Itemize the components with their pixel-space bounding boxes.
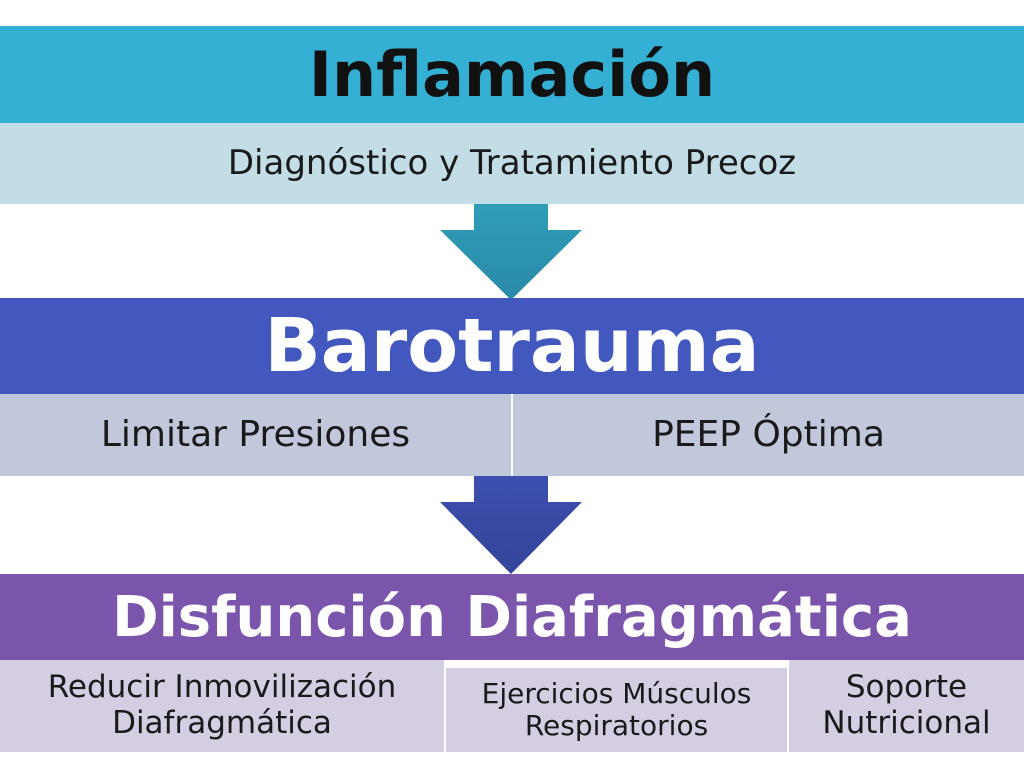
step-3-item-1-line2: Respiratorios	[524, 709, 709, 742]
down-arrow-icon	[440, 204, 582, 300]
step-1-title-band: Inflamación	[0, 26, 1024, 123]
step-2-item-1: PEEP Óptima	[513, 394, 1024, 476]
step-2-title: Barotrauma	[264, 303, 760, 389]
step-2-item-1-label: PEEP Óptima	[652, 414, 885, 456]
step-2-title-band: Barotrauma	[0, 298, 1024, 394]
step-1-item-0-label: Diagnóstico y Tratamiento Precoz	[227, 142, 797, 183]
step-3-item-0: Reducir Inmovilización Diafragmática	[0, 660, 444, 752]
step-3-item-0-line1: Reducir Inmovilización	[47, 669, 397, 706]
step-3-item-0-line2: Diafragmática	[112, 705, 332, 741]
step-3-item-2: Soporte Nutricional	[789, 660, 1024, 752]
step-3-item-1: Ejercicios Músculos Respiratorios	[446, 668, 787, 752]
step-3-title: Disfunción Diafragmática	[112, 584, 912, 650]
step-3-item-1-line1: Ejercicios Músculos	[481, 676, 752, 710]
step-3-item-2-line1: Soporte	[845, 669, 968, 706]
step-3-title-band: Disfunción Diafragmática	[0, 574, 1024, 660]
step-2-item-0: Limitar Presiones	[0, 394, 511, 476]
down-arrow-icon	[440, 476, 582, 574]
step-1-title: Inflamación	[308, 38, 716, 111]
step-1-item-0: Diagnóstico y Tratamiento Precoz	[0, 123, 1024, 204]
step-2-item-0-label: Limitar Presiones	[100, 414, 411, 456]
step-3-item-2-line2: Nutricional	[822, 705, 991, 741]
